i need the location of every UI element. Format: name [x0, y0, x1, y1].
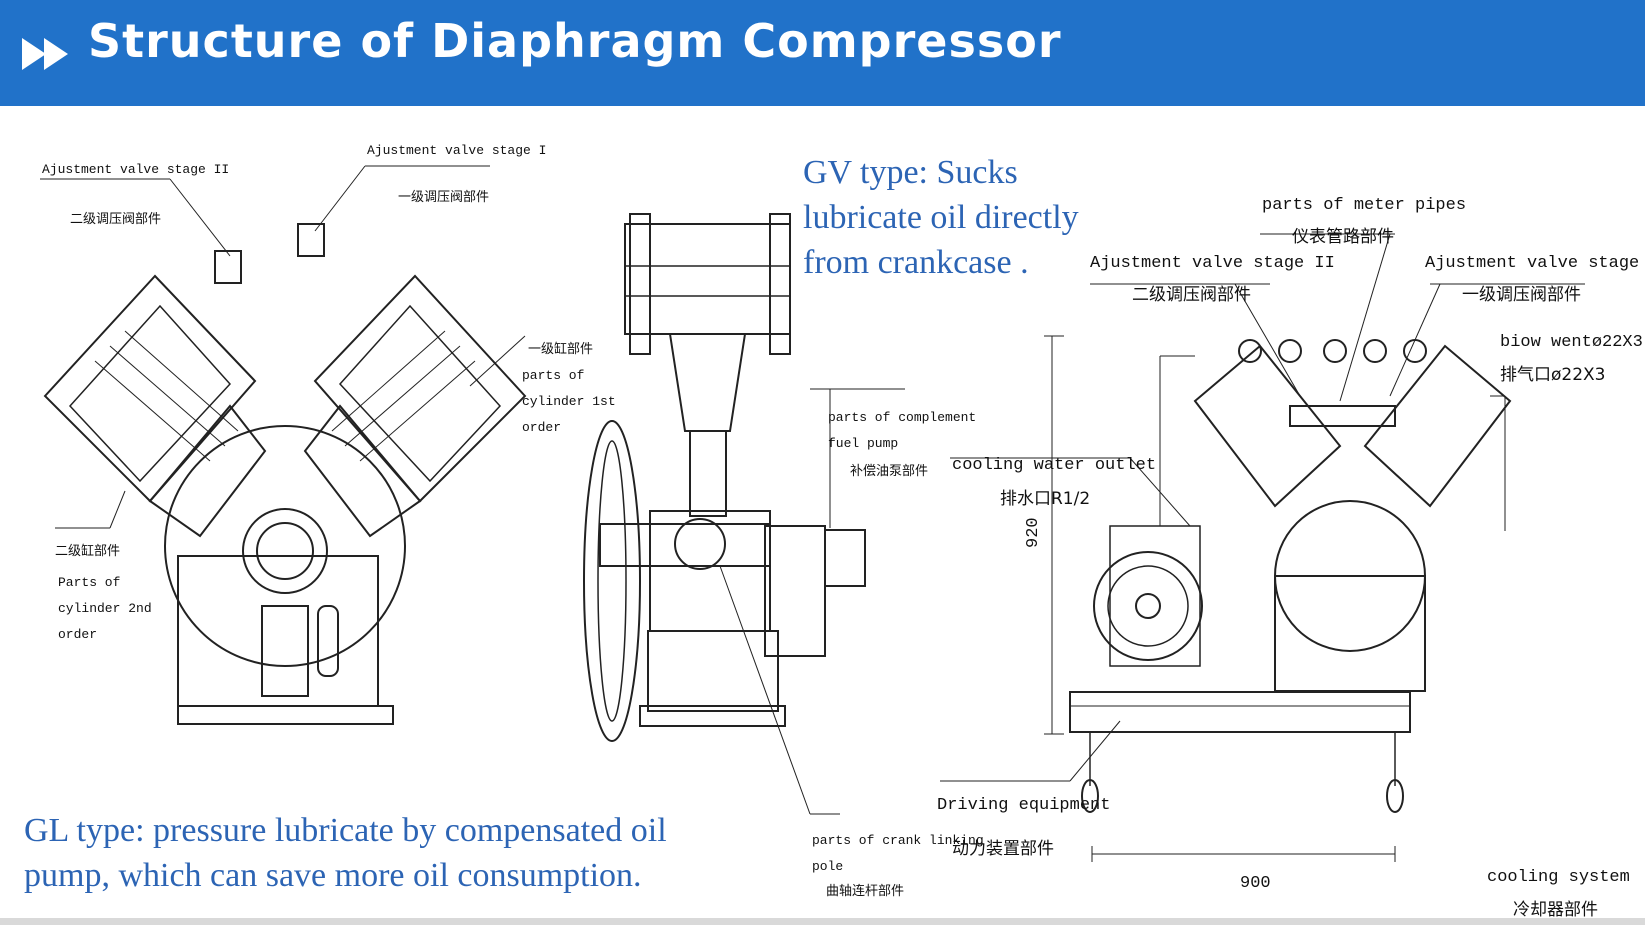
- label-valve-stage-1-cn: 一级调压阀部件: [398, 190, 490, 205]
- label-cooling-outlet: cooling water outlet: [952, 456, 1157, 475]
- diagram-drawings: [40, 165, 1585, 862]
- label-valve-stage-1: Ajustment valve stage I: [367, 143, 547, 158]
- label-driving-equipment-cn: 动力装置部件: [952, 839, 1054, 859]
- label-cooling-outlet-cn: 排水口R1/2: [1000, 489, 1091, 509]
- double-play-arrow-icon: [22, 38, 68, 70]
- label-right-valve-stage-cn: 一级调压阀部件: [1462, 285, 1581, 305]
- label-cooling-system: cooling system: [1487, 868, 1630, 887]
- page-title: Structure of Diaphragm Compressor: [88, 14, 1062, 68]
- bottom-divider: [0, 918, 1645, 925]
- label-width-dimension: 900: [1240, 874, 1271, 893]
- header-bar: Structure of Diaphragm Compressor: [0, 0, 1645, 106]
- right-assembly-drawing: [940, 233, 1585, 862]
- label-crank: parts of crank linking pole: [812, 833, 984, 874]
- label-cylinder-1-cn: 一级缸部件: [528, 342, 594, 357]
- label-cylinder-1: parts of cylinder 1st order: [522, 368, 616, 435]
- label-valve-stage-2-cn: 二级调压阀部件: [70, 212, 162, 227]
- left-compressor-drawing: [40, 165, 527, 725]
- gl-type-note: GL type: pressure lubricate by compensat…: [24, 812, 667, 894]
- label-cylinder-2: Parts of cylinder 2nd order: [58, 575, 152, 642]
- label-blow-vent: biow wentø22X3: [1500, 333, 1643, 352]
- middle-section-drawing: [583, 213, 905, 815]
- gv-type-note: GV type: Sucks lubricate oil directly fr…: [803, 154, 1079, 281]
- label-right-valve-stage: Ajustment valve stage: [1425, 254, 1640, 273]
- label-fuel-pump: parts of complement fuel pump: [828, 410, 977, 451]
- label-cooling-system-cn: 冷却器部件: [1513, 900, 1598, 920]
- label-blow-vent-cn: 排气口ø22X3: [1500, 365, 1606, 385]
- label-cylinder-2-cn: 二级缸部件: [55, 544, 121, 559]
- label-right-valve-stage-2: Ajustment valve stage II: [1090, 254, 1335, 273]
- label-height-dimension: 920: [1024, 517, 1043, 548]
- label-crank-cn: 曲轴连杆部件: [826, 884, 905, 899]
- label-valve-stage-2: Ajustment valve stage II: [42, 162, 230, 177]
- label-fuel-pump-cn: 补偿油泵部件: [850, 464, 929, 479]
- label-meter-pipes-cn: 仪表管路部件: [1292, 227, 1394, 247]
- label-driving-equipment: Driving equipment: [937, 796, 1111, 815]
- label-right-valve-stage-2-cn: 二级调压阀部件: [1132, 285, 1251, 305]
- label-meter-pipes: parts of meter pipes: [1262, 196, 1467, 215]
